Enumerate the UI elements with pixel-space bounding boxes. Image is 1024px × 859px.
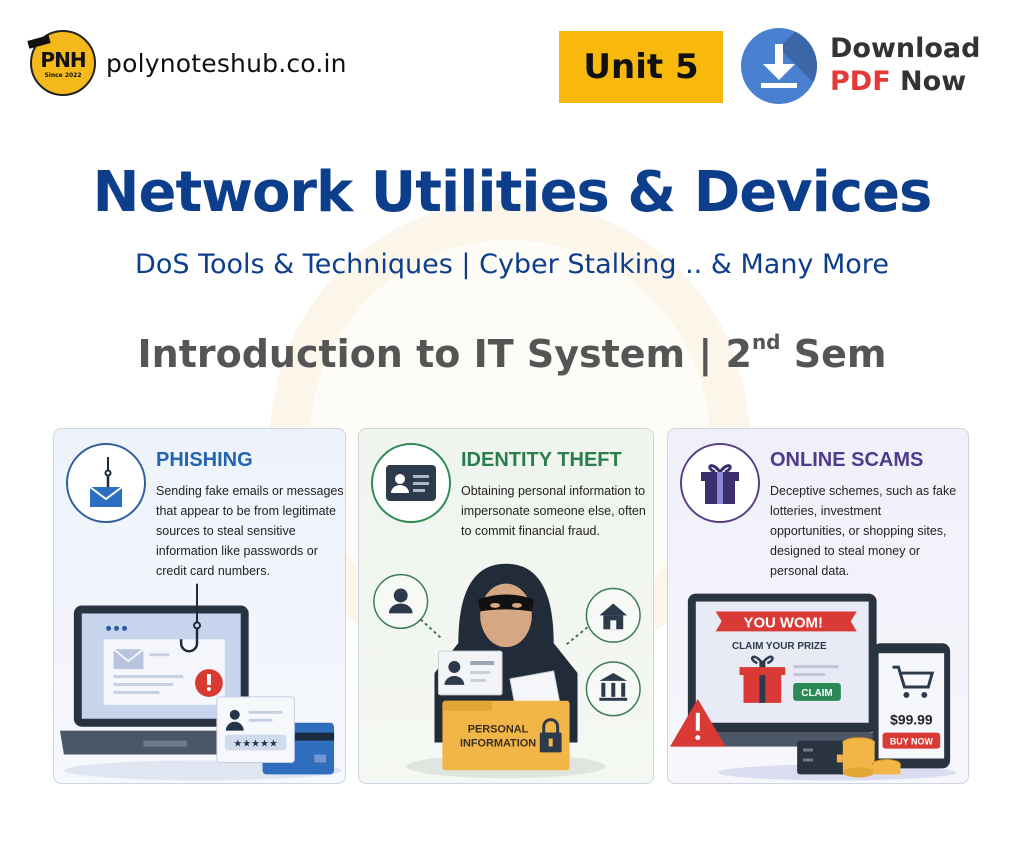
page-subtitle: DoS Tools & Techniques | Cyber Stalking …	[135, 249, 889, 280]
download-icon[interactable]	[741, 28, 817, 104]
svg-text:★★★★★: ★★★★★	[233, 739, 278, 750]
panel-title: IDENTITY THEFT	[461, 449, 622, 471]
svg-text:BUY NOW: BUY NOW	[890, 737, 934, 747]
panel-description: Deceptive schemes, such as fake lotterie…	[770, 484, 957, 578]
course-heading: Introduction to IT System | 2nd Sem	[137, 330, 887, 376]
page-title: Network Utilities & Devices	[92, 160, 933, 225]
panel-title: PHISHING	[156, 449, 253, 471]
download-label: Download	[830, 33, 981, 64]
svg-text:PERSONAL: PERSONAL	[468, 724, 529, 736]
svg-text:CLAIM: CLAIM	[801, 688, 832, 699]
logo-since: Since 2022	[44, 71, 82, 79]
id-card-icon	[371, 443, 451, 523]
svg-text:$99.99: $99.99	[890, 712, 933, 728]
download-pdf-button[interactable]: Download PDF Now	[830, 32, 980, 98]
svg-text:YOU WOM!: YOU WOM!	[744, 615, 823, 631]
phishing-laptop-illustration: ★★★★★	[59, 583, 343, 781]
panel-description: Obtaining personal information to impers…	[461, 484, 646, 538]
svg-text:INFORMATION: INFORMATION	[460, 737, 536, 749]
logo-initials: PNH	[40, 47, 86, 72]
scam-devices-illustration: YOU WOM! CLAIM YOUR PRIZE CLAIM $99.99 B…	[669, 593, 957, 781]
panel-identity-theft: IDENTITY THEFT Obtaining personal inform…	[358, 428, 654, 784]
hacker-illustration: PERSONAL INFORMATION	[373, 563, 641, 779]
panel-phishing: PHISHING Sending fake emails or messages…	[53, 428, 346, 784]
fishhook-envelope-icon	[66, 443, 146, 523]
site-name[interactable]: polynoteshub.co.in	[106, 48, 347, 78]
gift-icon	[680, 443, 760, 523]
svg-text:CLAIM YOUR PRIZE: CLAIM YOUR PRIZE	[732, 641, 827, 652]
panel-title: ONLINE SCAMS	[770, 449, 924, 471]
panel-online-scams: ONLINE SCAMS Deceptive schemes, such as …	[667, 428, 969, 784]
pnh-logo-badge: PNH Since 2022	[27, 30, 96, 96]
unit-badge: Unit 5	[559, 31, 723, 103]
now-label: Now	[890, 66, 967, 97]
panel-description: Sending fake emails or messages that app…	[156, 484, 344, 578]
brand-logo[interactable]: PNH Since 2022 polynoteshub.co.in	[27, 30, 347, 96]
pdf-label: PDF	[830, 66, 891, 97]
